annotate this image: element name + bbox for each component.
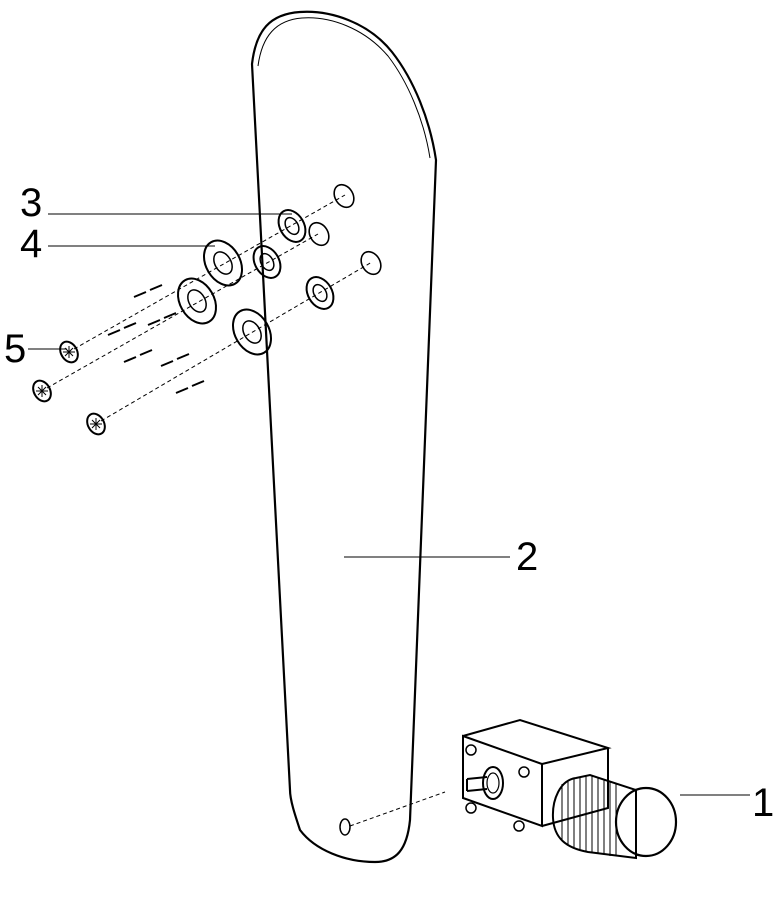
callout-4: 4 xyxy=(20,222,42,266)
callout-3: 3 xyxy=(20,181,42,225)
leader-lines xyxy=(28,214,750,795)
callout-1: 1 xyxy=(752,781,774,825)
small-screws xyxy=(108,285,204,393)
gear-motor xyxy=(463,720,676,858)
shaft-screws xyxy=(30,338,109,437)
callout-2: 2 xyxy=(516,535,538,579)
plate-holes xyxy=(305,181,385,278)
paddle-plate xyxy=(252,12,436,862)
plate-shaft-hole xyxy=(340,819,350,835)
callout-5: 5 xyxy=(4,327,26,371)
assembly-axes xyxy=(47,195,445,826)
